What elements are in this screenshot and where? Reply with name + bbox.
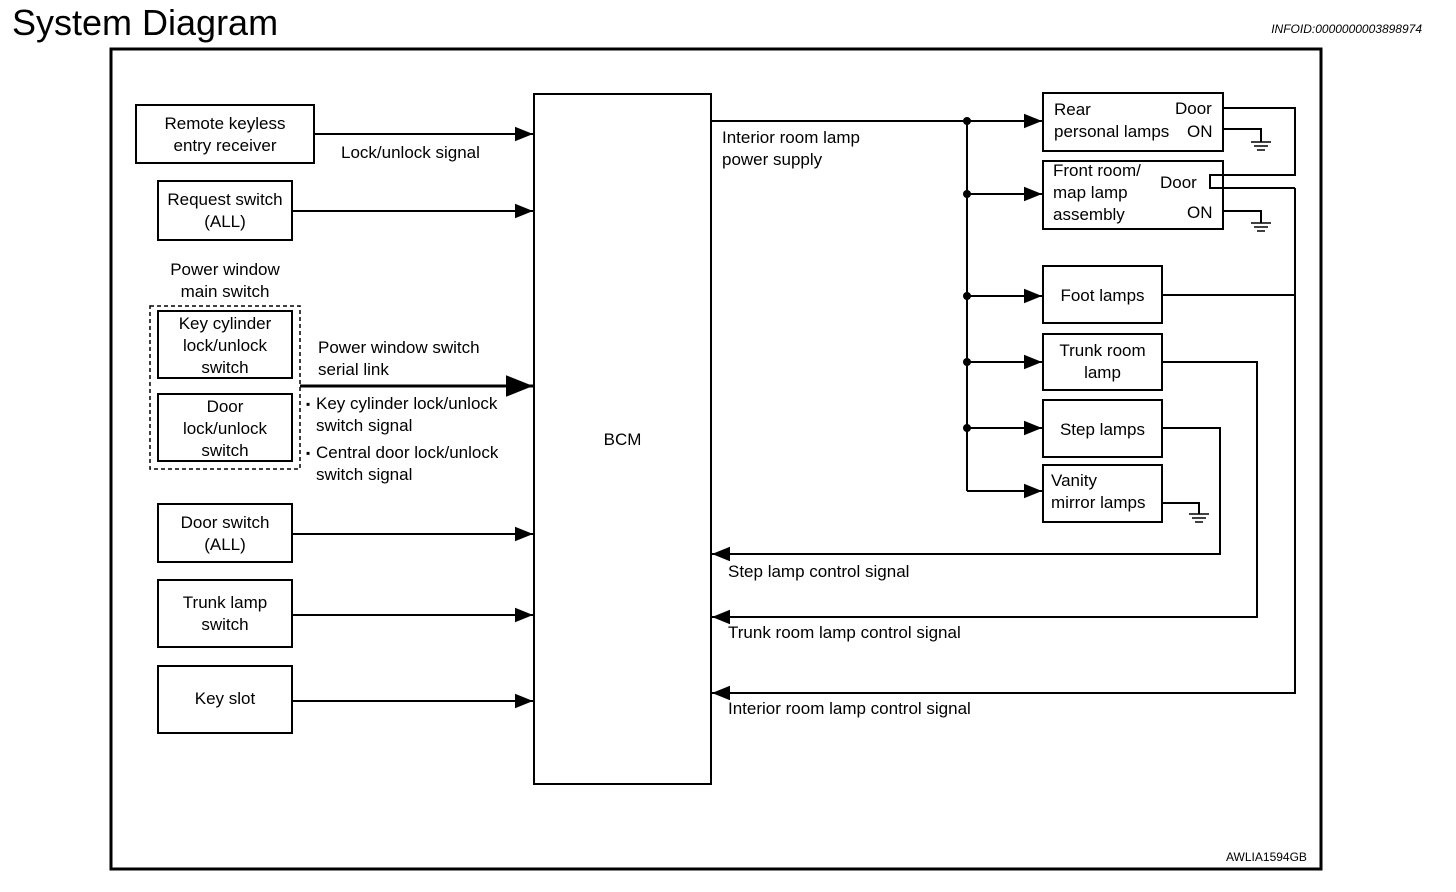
page-title: System Diagram (12, 2, 279, 43)
rear-on-terminal: ON (1187, 122, 1213, 141)
trunk-lamp-switch-box (157, 579, 293, 648)
trunk-lamp-switch-label: Trunk lamp switch (182, 593, 268, 634)
info-id: INFOID:0000000003898974 (1271, 22, 1422, 36)
rear-personal-label: Rear personal lamps (1054, 100, 1170, 141)
request-switch-label: Request switch (ALL) (167, 190, 283, 231)
vanity-box (1042, 464, 1163, 523)
rear-personal-box (1042, 92, 1224, 152)
door-lock-label: Door lock/unlock switch (182, 397, 268, 460)
door-lock-box (157, 393, 293, 462)
front-room-label: Front room/ map lamp assembly (1053, 161, 1141, 224)
pw-serial-link-label: Power window switch serial link (318, 338, 480, 379)
trunk-room-label: Trunk room lamp (1059, 341, 1146, 382)
key-slot-box (157, 665, 293, 734)
ground-symbols (1189, 141, 1271, 523)
front-room-box (1042, 160, 1224, 230)
key-cylinder-label: Key cylinder lock/unlock switch (178, 314, 272, 377)
diagram-frame (109, 47, 1323, 871)
key-cylinder-box (157, 310, 293, 379)
junction-dots (963, 117, 971, 432)
key-cyl-signal-label: Key cylinder lock/unlock switch signal (316, 394, 498, 435)
front-on-terminal: ON (1187, 203, 1213, 222)
step-control-label: Step lamp control signal (728, 562, 910, 581)
vanity-label: Vanity mirror lamps (1051, 471, 1146, 512)
rear-door-terminal: Door (1175, 99, 1212, 118)
trunk-control-label: Trunk room lamp control signal (728, 623, 961, 642)
figure-code: AWLIA1594GB (1226, 850, 1307, 864)
central-door-signal-label: Central door lock/unlock switch signal (316, 443, 499, 484)
interior-power-label: Interior room lamp power supply (722, 128, 860, 169)
front-door-terminal: Door (1160, 173, 1197, 192)
lock-unlock-signal-label: Lock/unlock signal (341, 143, 480, 162)
foot-lamps-label: Foot lamps (1060, 286, 1145, 305)
key-slot-label: Key slot (194, 689, 256, 708)
bullet-1: ▪ (306, 397, 311, 411)
bullet-2: ▪ (306, 446, 311, 460)
interior-control-label: Interior room lamp control signal (728, 699, 971, 718)
bcm-box (533, 93, 712, 785)
step-lamps-label: Step lamps (1059, 420, 1146, 439)
door-switch-label: Door switch (ALL) (180, 513, 270, 554)
pw-main-switch-label: Power window main switch (170, 260, 280, 301)
bcm-label: BCM (603, 430, 642, 449)
remote-keyless-label: Remote keyless entry receiver (164, 114, 286, 155)
